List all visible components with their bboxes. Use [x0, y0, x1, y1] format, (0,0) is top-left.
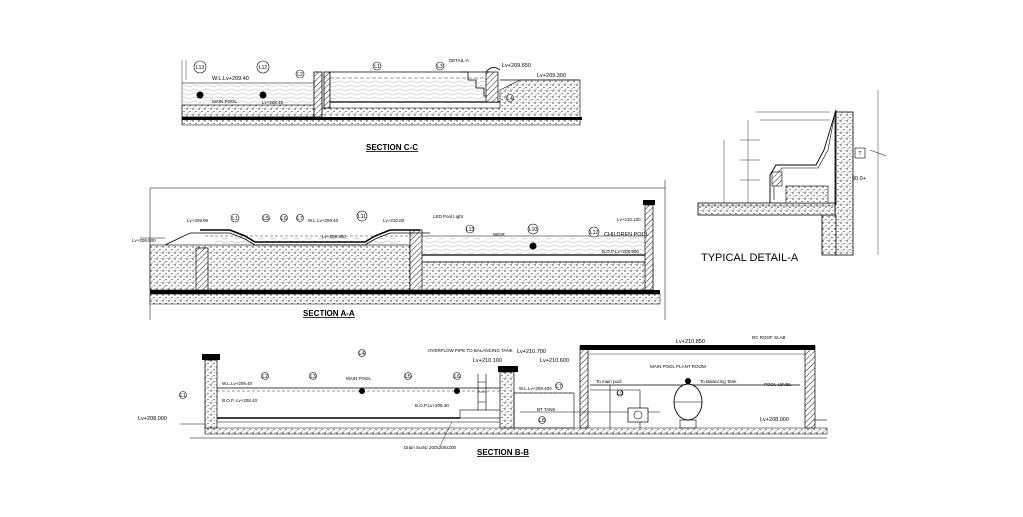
- aa-lv-right: Lv+210.100: [617, 217, 641, 222]
- cc-wl-label: W.L.Lv+209.40: [212, 76, 249, 82]
- bb-tag-l6: L6: [454, 374, 460, 380]
- bb-lv-right: Lv+208.000: [760, 417, 789, 423]
- bb-roof-note: RC ROOF SLAB: [752, 335, 786, 340]
- aa-tag-l7: L7: [297, 216, 303, 222]
- bb-tag-l5: L5: [405, 374, 411, 380]
- section-cc: L13 L12 L2 L1 L3 L4 W.L.Lv+209.40 MAIN P…: [181, 58, 582, 152]
- bb-note-left: OVERFLOW PIPE TO BALANCING TANK: [428, 348, 513, 353]
- aa-tag-l6: L6: [281, 216, 287, 222]
- section-aa-title: SECTION A-A: [303, 309, 355, 318]
- detail-a-title: TYPICAL DETAIL-A: [701, 252, 799, 264]
- tag-l2: L2: [297, 72, 303, 78]
- tag-l12: L12: [259, 65, 268, 71]
- cc-detail-a-label: DETAIL-A: [449, 58, 469, 63]
- bb-bop-mid: B.O.P.Lv+208.30: [415, 403, 449, 408]
- aa-tag-l12: L12: [590, 230, 599, 236]
- section-cc-title: SECTION C-C: [366, 143, 418, 152]
- aa-tag-l1: L1: [232, 216, 238, 222]
- section-bb: L1 L2 L3 L4 L5 L6 L7 L8 L9 Lv+208.000 W.…: [138, 335, 828, 457]
- section-cc-tags: L13 L12 L2 L1 L3 L4: [193, 60, 514, 102]
- aa-tag-l13: L13: [466, 227, 475, 233]
- bb-lv-top2: Lv+210.700: [517, 349, 546, 355]
- bb-wl: W.L.Lv+209.40: [222, 381, 253, 386]
- bb-lv-left: Lv+208.000: [138, 416, 167, 422]
- bb-tag-l1: L1: [180, 393, 186, 399]
- aa-lv-mid: Lv+209.300: [322, 234, 346, 239]
- bb-plant-room: MAIN POOL PLANT ROOM: [650, 364, 706, 369]
- bb-tag-l9: L9: [617, 391, 623, 397]
- cc-lv-top-label: Lv+209.650: [502, 63, 531, 69]
- bb-lv-top1: Lv+210.100: [473, 358, 502, 364]
- detail-a-dim: 00.0+: [852, 176, 866, 182]
- section-aa-tags: L1 L5 L6 L7 L11 L13 L10 L12: [230, 210, 600, 250]
- tag-l3: L3: [437, 64, 443, 70]
- aa-tag-l10: L10: [529, 227, 538, 233]
- aa-lv-left: Lv+209.90: [187, 218, 209, 223]
- cc-lv-right-label: Lv+209.300: [537, 73, 566, 79]
- aa-bop: B.O.P Lv+208.900: [602, 249, 639, 254]
- bb-tag-l7: L7: [556, 384, 562, 390]
- aa-wl-mid: W.L.Lv+209.40: [308, 218, 339, 223]
- bb-balancing-tank: BT TANK: [537, 407, 556, 412]
- detail-a-tag: T: [858, 151, 861, 157]
- tag-l4: L4: [507, 96, 513, 102]
- aa-tag-l5: L5: [263, 216, 269, 222]
- aa-tag-l11: L11: [358, 214, 366, 220]
- bb-bop-left: B.O.P. Lv+208.40: [222, 398, 258, 403]
- aa-lv-mid2: Lv+210.00: [383, 218, 405, 223]
- aa-weir: WEIR: [493, 232, 505, 237]
- section-aa: L1 L5 L6 L7 L11 L13 L10 L12 Lv+209.90 Lv…: [132, 180, 666, 320]
- section-bb-title: SECTION B-B: [477, 448, 529, 457]
- bb-lv-top3: Lv+210.600: [540, 358, 569, 364]
- tag-l13: L13: [196, 65, 205, 71]
- bb-wl2: W.L.Lv+209.400: [519, 386, 552, 391]
- cc-bl-label: Lv+208.40: [262, 100, 284, 105]
- bb-tag-l3: L3: [310, 374, 316, 380]
- cc-main-pool-label: MAIN POOL: [212, 99, 238, 104]
- bb-to-pool: To main pool: [596, 379, 622, 384]
- typical-detail-a: T 00.0+ TYPICAL DETAIL-A: [697, 90, 887, 264]
- aa-children-pool: CHILDREN POOL: [604, 232, 649, 238]
- bb-main-pool: MAIN POOL: [346, 376, 372, 381]
- aa-lv-left2: Lv+209.500: [132, 238, 156, 243]
- tag-l1: L1: [374, 64, 380, 70]
- bb-tag-l2: L2: [262, 374, 268, 380]
- bb-drain-note: Drain Sump 200x200x200: [404, 445, 457, 450]
- bb-tag-l8: L8: [539, 418, 545, 424]
- bb-to-balance: To Balancing Tank: [700, 379, 737, 384]
- bb-lv-roof: Lv+210.850: [676, 339, 705, 345]
- section-bb-tags: L1 L2 L3 L4 L5 L6 L7 L8 L9: [179, 349, 624, 424]
- bb-tag-l4: L4: [359, 351, 365, 357]
- bb-pool-level: POOL LEVEL: [764, 382, 792, 387]
- aa-note: LED Pool Light: [433, 214, 464, 219]
